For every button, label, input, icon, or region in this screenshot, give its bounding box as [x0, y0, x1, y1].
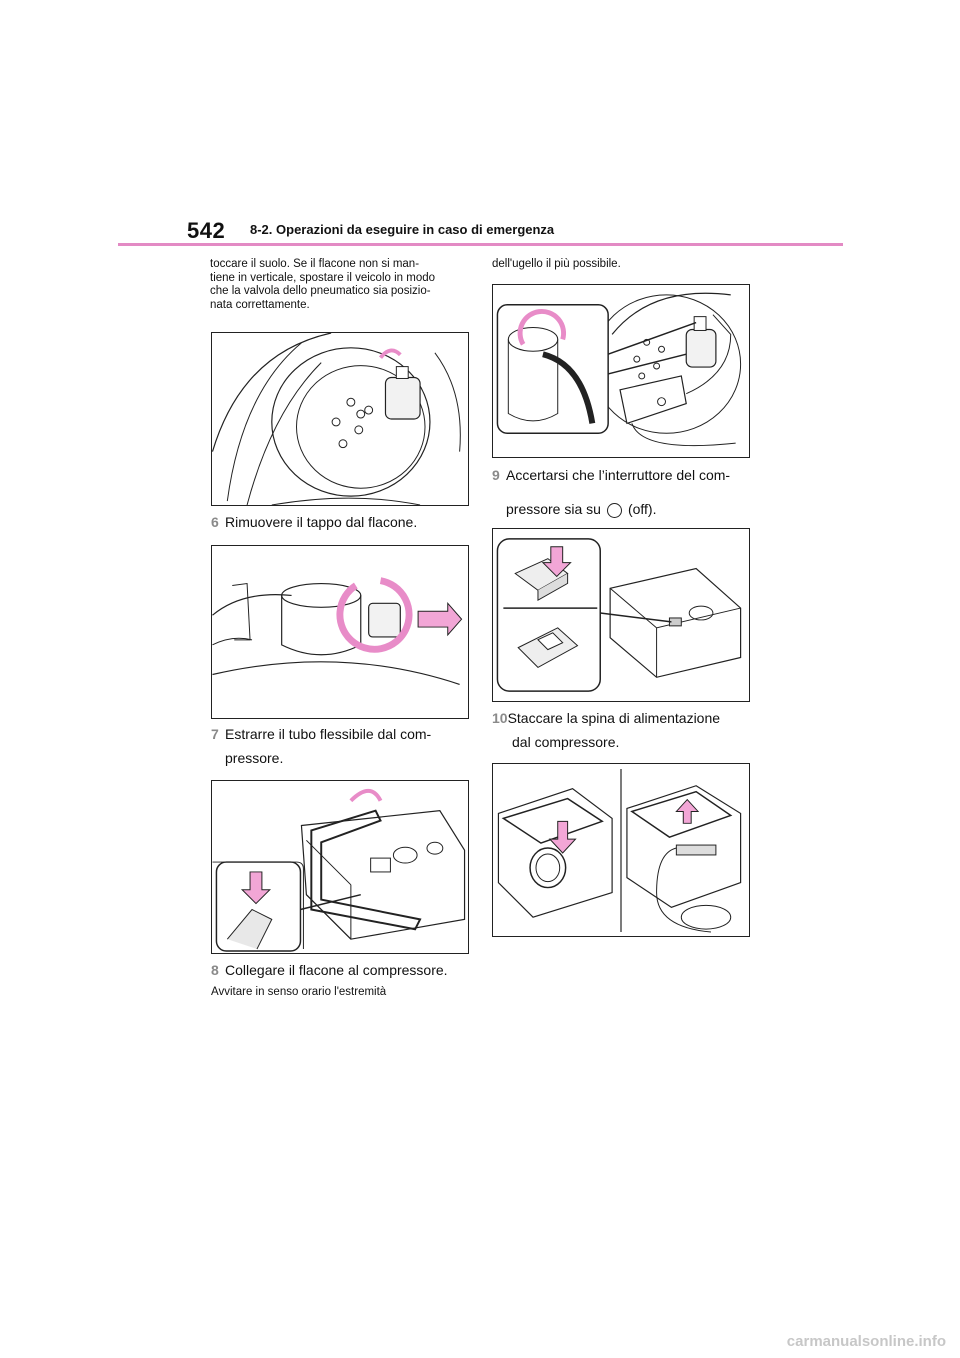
step-number: 7 [211, 726, 219, 742]
step-6: 6 Rimuovere il tappo dal flacone. [211, 510, 469, 534]
continued-line: dell'ugello il più possibile. [492, 258, 621, 270]
hose-extraction-illustration [212, 788, 466, 952]
watermark: carmanualsonline.info [786, 1333, 946, 1350]
step-text: Accertarsi che l’interruttore del com- [506, 467, 731, 483]
cap-removal-illustration [212, 577, 463, 685]
figure-cap-removal [211, 545, 469, 719]
step-number: 10 [492, 710, 508, 726]
intro-line: tiene in verticale, spostare il veicolo … [210, 271, 436, 284]
header-rule [118, 243, 843, 246]
circle-off-icon [606, 502, 622, 518]
step-text-cont: pressore. [225, 750, 284, 766]
figure-unplug-power [492, 763, 750, 937]
step-number: 6 [211, 514, 219, 530]
step-text-cont: pressore sia su [506, 501, 601, 517]
step-text: Staccare la spina di alimentazione [507, 710, 721, 726]
step-note: Avvitare in senso orario l'estremità [211, 986, 387, 998]
step-text: Collegare il flacone al compressore. [225, 962, 448, 978]
figure-nozzle-connection [492, 284, 750, 458]
intro-line: nata correttamente. [210, 298, 310, 311]
compressor-switch-illustration [496, 538, 742, 692]
intro-paragraph: toccare il suolo. Se il flacone non si m… [210, 258, 468, 312]
step-text-cont-end: (off). [627, 501, 657, 517]
page-number: 542 [187, 218, 226, 243]
step-10: 10Staccare la spina di alimentazione dal… [492, 706, 750, 754]
intro-line: che la valvola dello pneumatico sia posi… [210, 285, 431, 297]
figure-tire-bottle [211, 332, 469, 506]
step-text: Rimuovere il tappo dal flacone. [225, 514, 418, 530]
unplug-power-illustration [497, 768, 742, 933]
figure-compressor-switch [492, 528, 750, 702]
step-number: 9 [492, 467, 500, 483]
step-text: Estrarre il tubo flessibile dal com- [225, 726, 432, 742]
step-8: 8 Collegare il flacone al compressore. Av… [211, 958, 469, 1000]
figure-hose-extraction [211, 780, 469, 954]
nozzle-connection-illustration [496, 292, 742, 447]
tire-bottle-illustration [212, 333, 461, 505]
step-text-cont: dal compressore. [512, 734, 620, 750]
continued-text: dell'ugello il più possibile. [492, 258, 750, 272]
intro-line: toccare il suolo. Se il flacone non si m… [210, 258, 420, 270]
step-number: 8 [211, 962, 219, 978]
step-7: 7 Estrarre il tubo flessibile dal com- pr… [211, 722, 469, 770]
section-title: 8-2. Operazioni da eseguire in caso di e… [250, 222, 555, 237]
